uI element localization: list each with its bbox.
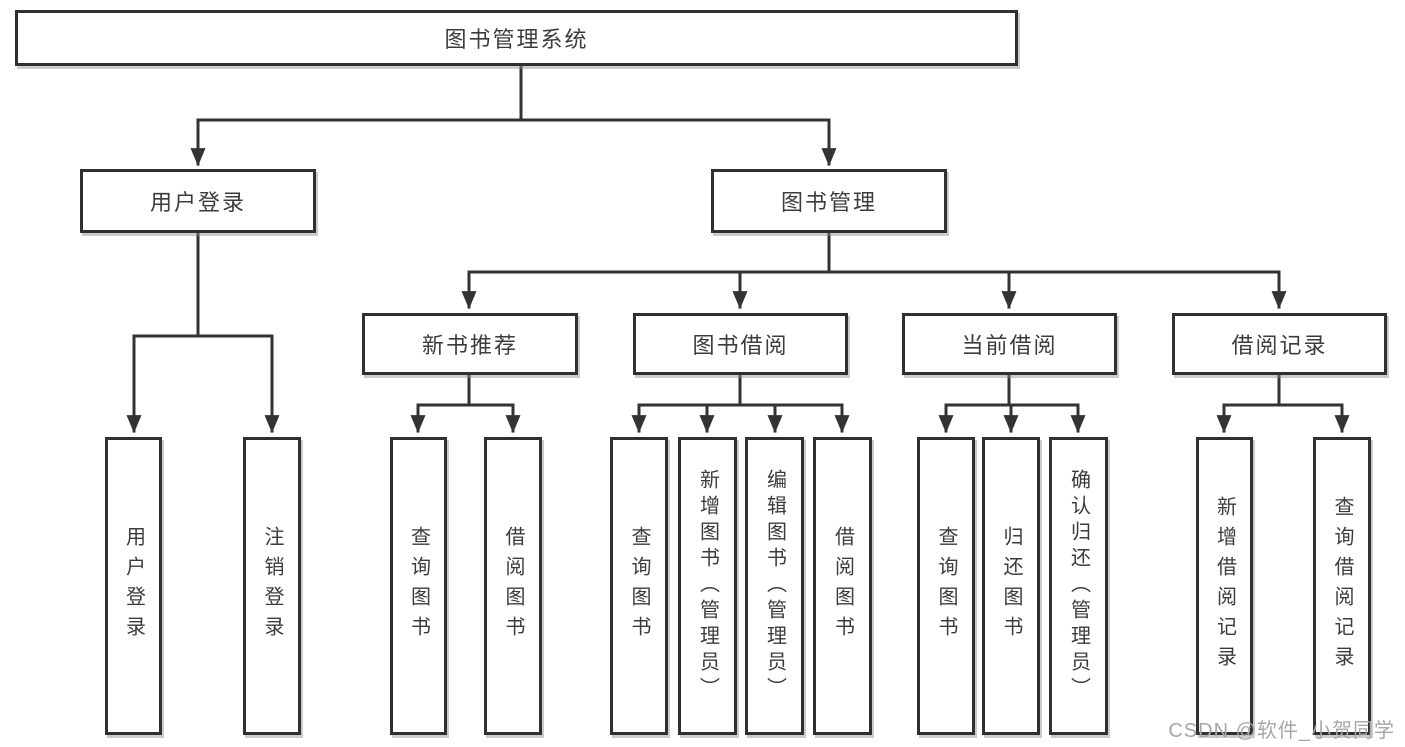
node-label: 注销登录 bbox=[261, 526, 283, 646]
leaf-logout: 注销登录 bbox=[243, 437, 301, 735]
node-label: 查询图书 bbox=[628, 526, 650, 646]
node-label: 借阅图书 bbox=[502, 526, 524, 646]
connector-new-book-recommend-children bbox=[410, 373, 521, 434]
leaf-cb-return-books: 归还图书 bbox=[982, 437, 1040, 735]
leaf-br-add-record: 新增借阅记录 bbox=[1196, 437, 1253, 735]
node-label: 查询图书 bbox=[407, 526, 430, 646]
node-label: 用户登录 bbox=[149, 190, 246, 215]
leaf-nbr-borrow-books: 借阅图书 bbox=[484, 437, 542, 735]
node-label: 新增图书（管理员） bbox=[696, 469, 719, 703]
connector-current-borrowing-children bbox=[938, 373, 1086, 434]
watermark: CSDN @软件_小贺同学 bbox=[1168, 720, 1395, 742]
leaf-bb-add-books-admin: 新增图书（管理员） bbox=[678, 437, 737, 735]
node-label: 确认归还（管理员） bbox=[1067, 469, 1090, 703]
node-book-management: 图书管理 bbox=[711, 169, 947, 233]
leaf-bb-edit-books-admin: 编辑图书（管理员） bbox=[745, 437, 804, 735]
node-label: 用户登录 bbox=[122, 526, 145, 646]
node-label: 查询图书 bbox=[935, 526, 957, 646]
node-label: 借阅图书 bbox=[831, 526, 854, 646]
connector-root-to-level2 bbox=[190, 64, 837, 167]
connector-book-borrowing-children bbox=[631, 373, 850, 434]
leaf-user-login: 用户登录 bbox=[105, 437, 162, 735]
node-book-borrowing: 图书借阅 bbox=[633, 313, 848, 375]
connector-borrowing-records-children bbox=[1216, 373, 1350, 434]
node-label: 新增借阅记录 bbox=[1213, 496, 1236, 676]
leaf-br-query-record: 查询借阅记录 bbox=[1313, 437, 1371, 735]
node-label: 图书管理 bbox=[780, 190, 877, 215]
node-label: 归还图书 bbox=[1000, 526, 1022, 646]
leaf-nbr-query-books: 查询图书 bbox=[390, 437, 447, 735]
connector-book-management-children bbox=[461, 232, 1287, 310]
node-label: 新书推荐 bbox=[421, 333, 518, 358]
node-new-book-recommend: 新书推荐 bbox=[362, 313, 578, 375]
node-library-management-system: 图书管理系统 bbox=[15, 10, 1018, 66]
node-label: 图书管理系统 bbox=[444, 27, 589, 52]
node-label: 借阅记录 bbox=[1231, 333, 1328, 358]
node-user-login: 用户登录 bbox=[80, 169, 316, 233]
node-label: 当前借阅 bbox=[961, 333, 1058, 358]
leaf-cb-query-books: 查询图书 bbox=[917, 437, 975, 735]
node-borrowing-records: 借阅记录 bbox=[1172, 313, 1387, 375]
node-current-borrowing: 当前借阅 bbox=[902, 313, 1117, 375]
leaf-bb-query-books: 查询图书 bbox=[610, 437, 668, 735]
node-label: 图书借阅 bbox=[692, 333, 789, 358]
leaf-cb-confirm-return-admin: 确认归还（管理员） bbox=[1049, 437, 1108, 735]
node-label: 编辑图书（管理员） bbox=[763, 469, 786, 703]
connector-user-login-children bbox=[126, 232, 280, 434]
leaf-bb-borrow-books: 借阅图书 bbox=[813, 437, 872, 735]
node-label: 查询借阅记录 bbox=[1331, 496, 1353, 676]
